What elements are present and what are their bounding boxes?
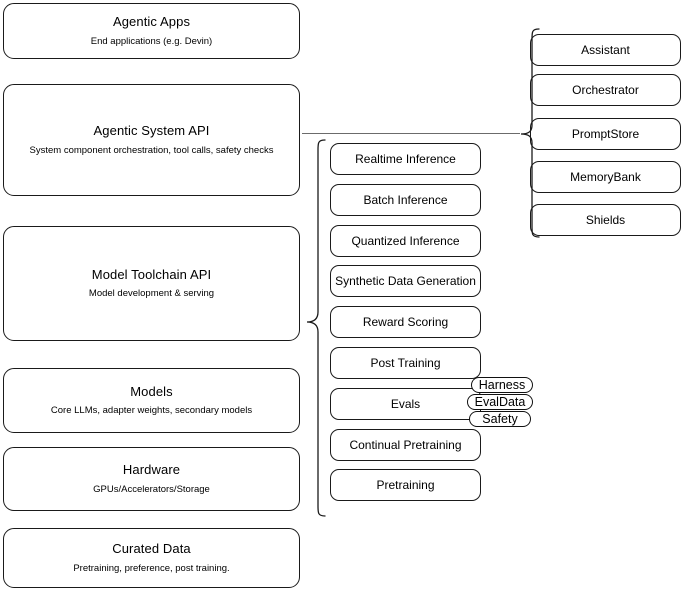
layer-title: Curated Data	[112, 541, 191, 557]
agentic-item-memorybank[interactable]: MemoryBank	[530, 161, 681, 193]
brace-agentic-column	[518, 28, 540, 238]
layer-subtitle: System component orchestration, tool cal…	[29, 144, 274, 156]
toolchain-item-label: Quantized Inference	[351, 233, 460, 248]
layer-title: Model Toolchain API	[91, 266, 212, 282]
layer-title: Hardware	[122, 462, 181, 478]
layer-title: Models	[130, 383, 173, 399]
agentic-item-label: Shields	[585, 212, 626, 227]
layer-subtitle: GPUs/Accelerators/Storage	[93, 483, 210, 495]
toolchain-item-evals[interactable]: Evals	[330, 388, 481, 420]
toolchain-item-reward-scoring[interactable]: Reward Scoring	[330, 306, 481, 338]
toolchain-item-continual-pretraining[interactable]: Continual Pretraining	[330, 429, 481, 461]
layer-subtitle: Model development & serving	[88, 288, 215, 300]
toolchain-item-label: Batch Inference	[363, 192, 448, 207]
layer-subtitle: Pretraining, preference, post training.	[73, 562, 230, 574]
toolchain-item-label: Continual Pretraining	[349, 437, 462, 452]
layer-subtitle: Core LLMs, adapter weights, secondary mo…	[50, 405, 253, 417]
agentic-item-label: Assistant	[581, 42, 630, 57]
toolchain-item-label: Post Training	[370, 355, 441, 370]
toolchain-item-post-training[interactable]: Post Training	[330, 347, 481, 379]
toolchain-item-label: Evals	[390, 396, 421, 411]
toolchain-item-synthetic-data-generation[interactable]: Synthetic Data Generation	[330, 265, 481, 297]
layer-box-hardware[interactable]: Hardware GPUs/Accelerators/Storage	[3, 447, 300, 511]
toolchain-item-quantized-inference[interactable]: Quantized Inference	[330, 225, 481, 257]
agentic-item-promptstore[interactable]: PromptStore	[530, 118, 681, 150]
layer-box-agentic-apps[interactable]: Agentic Apps End applications (e.g. Devi…	[3, 3, 300, 59]
agentic-item-label: Orchestrator	[572, 82, 639, 97]
toolchain-item-label: Reward Scoring	[362, 314, 449, 329]
layer-box-model-toolchain-api[interactable]: Model Toolchain API Model development & …	[3, 226, 300, 341]
evals-pill-evaldata[interactable]: EvalData	[467, 394, 533, 410]
layer-title: Agentic System API	[93, 123, 210, 139]
agentic-item-shields[interactable]: Shields	[530, 204, 681, 236]
evals-pill-label: Harness	[478, 378, 526, 392]
toolchain-item-pretraining[interactable]: Pretraining	[330, 469, 481, 501]
toolchain-item-batch-inference[interactable]: Batch Inference	[330, 184, 481, 216]
agentic-item-assistant[interactable]: Assistant	[530, 34, 681, 66]
layer-subtitle: End applications (e.g. Devin)	[90, 35, 213, 47]
evals-pill-label: Safety	[482, 412, 518, 426]
agentic-item-label: PromptStore	[571, 126, 640, 141]
brace-toolchain-column	[304, 139, 326, 517]
toolchain-item-label: Realtime Inference	[355, 151, 456, 166]
connector-agentic-system-to-agentic-column	[302, 133, 520, 134]
agentic-item-orchestrator[interactable]: Orchestrator	[530, 74, 681, 106]
layer-title: Agentic Apps	[112, 14, 191, 30]
toolchain-item-realtime-inference[interactable]: Realtime Inference	[330, 143, 481, 175]
toolchain-item-label: Pretraining	[376, 477, 435, 492]
evals-pill-harness[interactable]: Harness	[471, 377, 533, 393]
evals-pill-label: EvalData	[474, 395, 526, 409]
layer-box-curated-data[interactable]: Curated Data Pretraining, preference, po…	[3, 528, 300, 588]
layer-box-agentic-system-api[interactable]: Agentic System API System component orch…	[3, 84, 300, 196]
agentic-item-label: MemoryBank	[570, 169, 641, 184]
layer-box-models[interactable]: Models Core LLMs, adapter weights, secon…	[3, 368, 300, 433]
evals-pill-safety[interactable]: Safety	[469, 411, 531, 427]
toolchain-item-label: Synthetic Data Generation	[335, 273, 476, 288]
